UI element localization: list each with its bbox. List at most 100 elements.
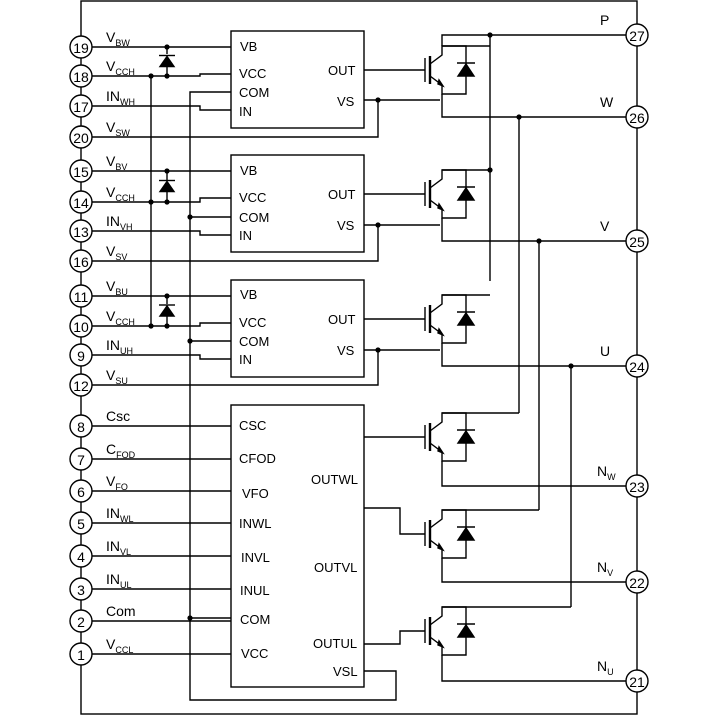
- phase-wire: [441, 343, 626, 367]
- pin-label: VCCH: [106, 184, 135, 203]
- arrow: [437, 327, 445, 337]
- pin-label: VBU: [106, 278, 128, 297]
- pin-number: 18: [73, 69, 89, 85]
- junction-dot: [516, 114, 522, 120]
- fw-diode-triangle: [456, 186, 476, 201]
- pin-14: 14 VCCH: [69, 184, 135, 214]
- igbt-high-2: [424, 294, 476, 344]
- pin-7: 7 CFOD: [69, 441, 136, 471]
- igbt-low-2: [424, 606, 476, 656]
- port-vb: VB: [240, 163, 257, 178]
- pin-circle: [69, 373, 93, 397]
- pin-wire: [92, 322, 231, 327]
- arrow: [437, 202, 445, 212]
- pin-number: 6: [77, 484, 85, 500]
- junction-dot: [375, 347, 381, 353]
- pin-circle: [69, 642, 93, 666]
- pin-number: 21: [629, 674, 645, 690]
- junction-dot: [148, 199, 154, 205]
- pin-number: 17: [73, 99, 89, 115]
- pin-circle: [69, 35, 93, 59]
- pin-number: 27: [629, 28, 645, 44]
- diode-u: [158, 296, 176, 326]
- port-vs: VS: [337, 343, 355, 358]
- pin-number: 10: [73, 319, 89, 335]
- pin-label: VCCL: [106, 636, 133, 655]
- igbt-high-0: [424, 45, 476, 95]
- junction-dot: [164, 199, 170, 205]
- pin-label: V: [600, 218, 610, 234]
- collector: [429, 176, 443, 189]
- pin-circle: [625, 474, 649, 498]
- pin-25: 25V: [600, 218, 649, 253]
- junction-dot: [148, 73, 154, 79]
- port-vcc: VCC: [239, 315, 266, 330]
- pin-circle: [625, 229, 649, 253]
- port-csc: CSC: [239, 418, 266, 433]
- igbt-high-1: [424, 169, 476, 219]
- pin-number: 7: [77, 452, 85, 468]
- pin-label: Com: [106, 603, 136, 619]
- pin-number: 14: [73, 195, 89, 211]
- wiring: [92, 34, 626, 701]
- fw-diode-triangle: [456, 311, 476, 326]
- pin-number: 26: [629, 110, 645, 126]
- pin-circle: [69, 219, 93, 243]
- diode-v: [158, 171, 176, 202]
- n-wire: [441, 558, 626, 583]
- arrow: [437, 78, 445, 88]
- junction-dot: [164, 44, 170, 50]
- pin-number: 11: [74, 289, 89, 305]
- n-wire: [441, 461, 626, 487]
- phase-wire: [441, 218, 626, 242]
- junction-dots: [148, 32, 574, 621]
- com-bus: [189, 91, 397, 701]
- pin-wire: [92, 197, 231, 203]
- pin-label: INUL: [106, 571, 132, 590]
- diode-triangle: [158, 180, 176, 193]
- pin-label: CFOD: [106, 441, 136, 460]
- pin-circle: [625, 354, 649, 378]
- pin-label: VSW: [106, 119, 130, 138]
- junction-dot: [148, 323, 154, 329]
- pin-24: 24U: [600, 343, 649, 378]
- pin-label: VSU: [106, 367, 128, 386]
- diode-triangle: [158, 55, 176, 68]
- fw-diode-triangle: [456, 623, 476, 638]
- pin-number: 16: [73, 254, 89, 270]
- collector: [429, 516, 443, 529]
- pin-number: 20: [73, 130, 89, 146]
- pin-circle: [69, 447, 93, 471]
- port-vb: VB: [240, 39, 257, 54]
- port-in: IN: [239, 228, 252, 243]
- pin-circle: [625, 23, 649, 47]
- junction-dot: [187, 214, 193, 220]
- junction-dot: [487, 32, 493, 38]
- pin-wire: [92, 230, 231, 236]
- pin-circle: [69, 577, 93, 601]
- port-com: COM: [239, 210, 269, 225]
- collector: [429, 301, 443, 314]
- collector: [429, 613, 443, 626]
- n-wire: [441, 655, 626, 682]
- pin-circle: [69, 479, 93, 503]
- driver-v-high-box: [230, 154, 365, 253]
- pin-circle: [69, 314, 93, 338]
- port-vcc-low: VCC: [241, 646, 268, 661]
- pin-circle: [69, 343, 93, 367]
- pin-label: INVH: [106, 213, 133, 232]
- pin-wire: [92, 73, 231, 77]
- port-vs: VS: [337, 218, 355, 233]
